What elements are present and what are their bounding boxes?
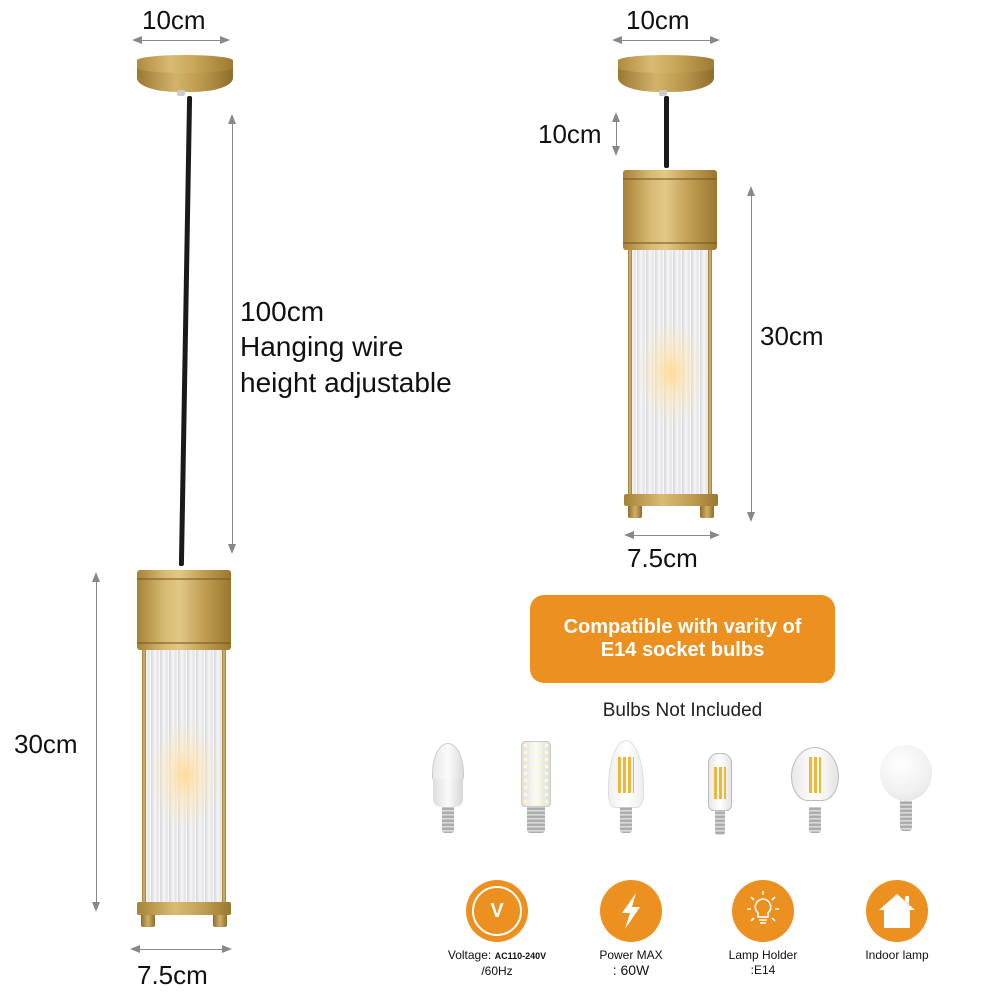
right-lamp-foot: [700, 506, 714, 518]
left-lamp-bottom-ring: [137, 902, 231, 915]
right-canopy-width-line: [614, 40, 718, 41]
right-body-width-line: [626, 535, 718, 536]
arrow-up-icon: [747, 186, 755, 196]
arrow-left-icon: [612, 36, 622, 44]
arrow-up-icon: [228, 114, 236, 124]
power-label: Power MAX: [599, 948, 663, 962]
compatibility-banner: Compatible with varity of E14 socket bul…: [530, 595, 835, 683]
right-canopy-width-label: 10cm: [626, 5, 690, 35]
filament-tubular-bulb-icon: [690, 735, 750, 845]
filament-globe-bulb-icon: [785, 735, 845, 845]
wire-note-line3: height adjustable: [240, 367, 452, 398]
left-body-width-line: [132, 949, 230, 950]
frequency-value: /60Hz: [481, 964, 513, 978]
left-canopy-width-label: 10cm: [142, 5, 206, 35]
left-lamp-rod: [142, 650, 146, 905]
right-lamp-rod: [628, 250, 632, 495]
banner-line1: Compatible with varity of: [563, 616, 802, 638]
lightbulb-icon: [732, 880, 794, 942]
arrow-up-icon: [92, 572, 100, 582]
arrow-up-icon: [612, 112, 620, 122]
right-lamp-cap: [623, 170, 717, 250]
right-canopy-top: [618, 55, 714, 73]
led-corn-bulb-icon: [506, 735, 566, 845]
left-lamp-rod: [222, 650, 226, 905]
lamp-holder-label: Lamp Holder: [728, 948, 798, 962]
left-lamp-bulb-glow: [150, 720, 220, 830]
wire-note-length: 100cm: [240, 296, 325, 327]
left-body-height-label: 30cm: [14, 729, 78, 759]
power-value: : 60W: [612, 962, 650, 978]
left-lamp-cap: [137, 570, 231, 650]
wire-length-line: [232, 118, 233, 548]
left-body-height-line: [96, 576, 97, 906]
arrow-left-icon: [132, 36, 142, 44]
led-candle-bulb-icon: [418, 735, 478, 845]
left-body-width-label: 7.5cm: [137, 960, 208, 990]
wire-note-line2: Hanging wire: [240, 331, 404, 362]
feature-voltage: V Voltage: AC110-240V/60Hz: [437, 880, 557, 979]
house-icon: [866, 880, 928, 942]
left-canopy-top: [137, 55, 233, 73]
feature-lamp-holder: Lamp Holder:E14: [703, 880, 823, 978]
arrow-down-icon: [92, 902, 100, 912]
right-lamp-bottom-ring: [624, 494, 718, 506]
screw-icon: [177, 90, 185, 96]
arrow-left-icon: [624, 531, 634, 539]
right-body-height-label: 30cm: [760, 321, 824, 351]
left-lamp-foot: [213, 915, 227, 927]
filament-candle-bulb-icon: [596, 735, 656, 845]
screw-icon: [659, 90, 667, 96]
feature-power: Power MAX: 60W: [571, 880, 691, 979]
arrow-right-icon: [710, 36, 720, 44]
right-lamp-bulb-glow: [636, 320, 706, 425]
right-wire-length-line: [616, 116, 617, 152]
arrow-down-icon: [612, 146, 620, 156]
right-wire-length-label: 10cm: [538, 119, 602, 149]
left-lamp-foot: [141, 915, 155, 927]
right-body-width-label: 7.5cm: [627, 543, 698, 573]
bulbs-not-included-note: Bulbs Not Included: [602, 700, 763, 721]
lamp-holder-value: :E14: [750, 963, 776, 977]
voltage-label: Voltage:: [447, 948, 495, 962]
arrow-left-icon: [130, 945, 140, 953]
lightning-icon: [600, 880, 662, 942]
voltage-icon: V: [466, 880, 528, 942]
arrow-down-icon: [747, 512, 755, 522]
arrow-down-icon: [228, 544, 236, 554]
indoor-lamp-label: Indoor lamp: [865, 948, 929, 962]
right-lamp-rod: [708, 250, 712, 495]
left-canopy-width-line: [134, 40, 228, 41]
right-body-height-line: [751, 190, 752, 516]
arrow-right-icon: [220, 36, 230, 44]
right-lamp-foot: [628, 506, 642, 518]
voltage-value: AC110-240V: [494, 951, 547, 961]
right-hanging-wire: [664, 96, 669, 168]
feature-indoor: Indoor lamp: [837, 880, 957, 963]
frosted-globe-bulb-icon: [876, 735, 936, 845]
left-hanging-wire: [178, 96, 193, 566]
arrow-right-icon: [222, 945, 232, 953]
arrow-right-icon: [710, 531, 720, 539]
banner-line2: E14 socket bulbs: [600, 639, 765, 661]
